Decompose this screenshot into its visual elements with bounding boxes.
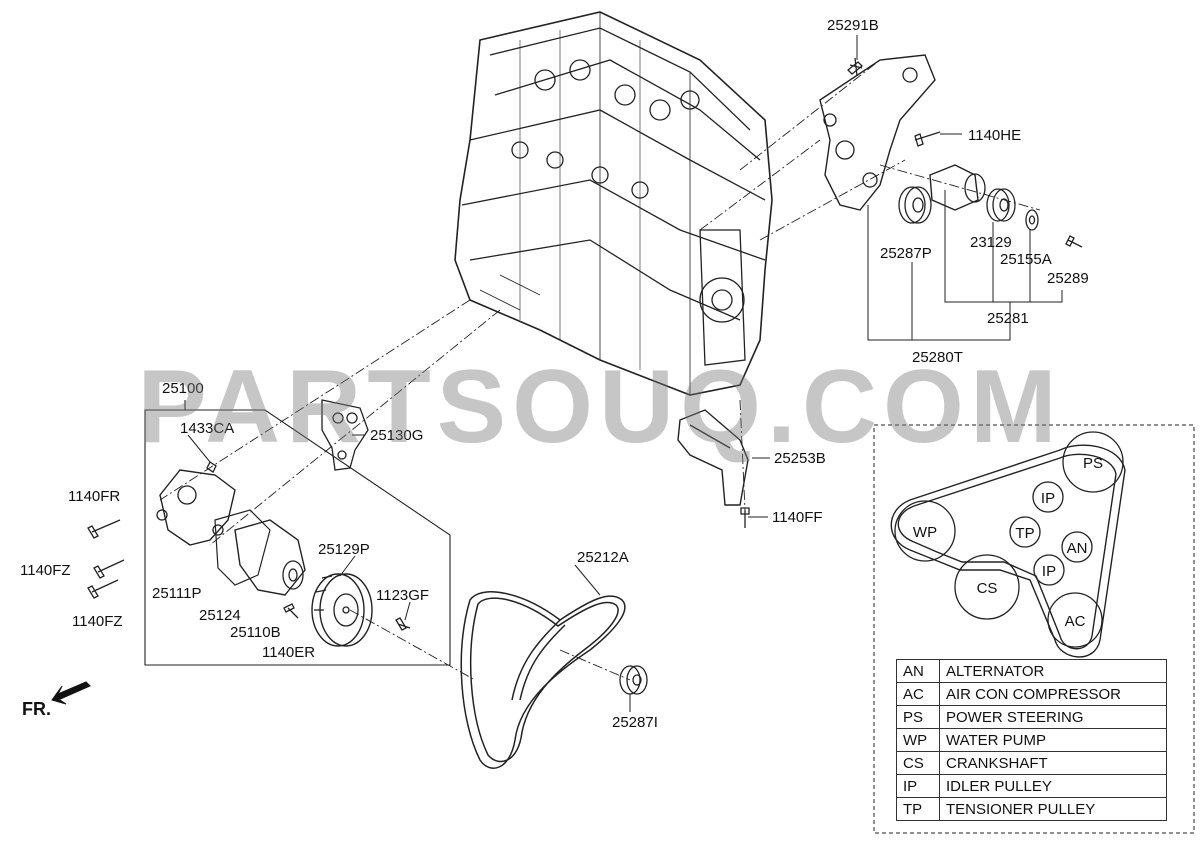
idler-pulley-25287i — [619, 665, 648, 695]
pulley-label-ac: AC — [1065, 613, 1086, 630]
label-25289: 25289 — [1047, 270, 1089, 287]
label-25253b: 25253B — [774, 450, 826, 467]
belt-path — [890, 444, 1126, 658]
pulley-cs — [954, 554, 1020, 620]
pulley-label-cs: CS — [977, 580, 998, 597]
cap-25155a — [1025, 209, 1039, 231]
alternator-bracket-illustration — [819, 54, 936, 211]
label-1140fz-lower: 1140FZ — [72, 613, 123, 630]
label-leaders — [187, 35, 962, 712]
pulley-label-ip-lower: IP — [1042, 563, 1056, 580]
label-25212a: 25212A — [577, 549, 629, 566]
label-25155a: 25155A — [1000, 251, 1052, 268]
water-pump-25110b — [234, 519, 306, 596]
pulley-label-tp: TP — [1015, 525, 1034, 542]
pulley-wp — [894, 500, 956, 562]
legend-code: IP — [896, 774, 940, 798]
bolt-1433ca — [206, 461, 217, 473]
label-1123gf: 1123GF — [376, 587, 429, 604]
drive-belt-25212a — [460, 591, 626, 769]
pulley-label-ps: PS — [1083, 455, 1103, 472]
pulley-ip-lower — [1033, 554, 1065, 586]
label-25287p: 25287P — [880, 245, 932, 262]
legend-name: IDLER PULLEY — [939, 774, 1167, 798]
legend-name: ALTERNATOR — [939, 659, 1167, 683]
bolt-25291b — [847, 61, 863, 75]
label-25124: 25124 — [199, 607, 241, 624]
pulley-ac — [1047, 592, 1103, 648]
label-25291b: 25291B — [827, 17, 879, 34]
engine-block-illustration — [454, 11, 773, 396]
pulley-ps — [1062, 431, 1124, 493]
legend-name: AIR CON COMPRESSOR — [939, 682, 1167, 706]
legend-code: AC — [896, 682, 940, 706]
pulley-label-ip-upper: IP — [1041, 490, 1055, 507]
group-box-25100 — [144, 400, 451, 666]
label-25111p: 25111P — [152, 585, 202, 602]
label-1140fr: 1140FR — [68, 488, 120, 505]
legend-code: CS — [896, 751, 940, 775]
pulley-tp — [1009, 516, 1041, 548]
bolt-25289 — [1065, 235, 1083, 248]
label-25281: 25281 — [987, 310, 1029, 327]
legend-code: TP — [896, 797, 940, 821]
bolt-1123gf — [395, 617, 411, 631]
front-direction-label: FR. — [22, 699, 51, 719]
legend-name: WATER PUMP — [939, 728, 1167, 752]
label-1140er: 1140ER — [262, 644, 315, 661]
front-direction-arrow — [51, 681, 91, 705]
water-pump-gasket-25124 — [214, 509, 271, 586]
legend-code: PS — [896, 705, 940, 729]
bolt-1140fz-upper — [93, 559, 125, 579]
pulley-ip-upper — [1032, 481, 1064, 513]
legend-name: POWER STEERING — [939, 705, 1167, 729]
label-25130g: 25130G — [370, 427, 423, 444]
bolt-1140ff — [740, 507, 750, 528]
label-25129p: 25129P — [318, 541, 370, 558]
idler-pulley-25287p — [898, 186, 932, 224]
label-25280t: 25280T — [912, 349, 963, 366]
pulley-label-wp: WP — [913, 524, 937, 541]
label-23129: 23129 — [970, 234, 1012, 251]
legend-name: TENSIONER PULLEY — [939, 797, 1167, 821]
bolt-1140fr — [87, 519, 121, 539]
label-25100: 25100 — [162, 380, 204, 397]
legend-code: WP — [896, 728, 940, 752]
bolt-1140fz-lower — [87, 579, 119, 599]
label-1140fz-upper: 1140FZ — [20, 562, 71, 579]
legend-code: AN — [896, 659, 940, 683]
bracket-25253b — [677, 409, 749, 506]
water-pump-housing-25111p — [156, 469, 236, 546]
tensioner-pulley-23129 — [986, 188, 1016, 222]
label-1140ff: 1140FF — [772, 509, 823, 526]
label-1433ca: 1433CA — [180, 420, 234, 437]
pulley-an — [1061, 531, 1093, 563]
water-pump-pulley-25129p — [311, 573, 373, 647]
legend-name: CRANKSHAFT — [939, 751, 1167, 775]
label-1140he: 1140HE — [968, 127, 1021, 144]
bolt-1140er — [283, 603, 299, 619]
callout-lines-tensioner — [867, 190, 1063, 341]
tensioner-assembly-25281 — [929, 164, 986, 211]
belt-routing-inset — [873, 424, 1195, 834]
bolt-1140he — [914, 131, 941, 147]
label-25110b: 25110B — [230, 624, 281, 641]
label-25287i: 25287I — [612, 714, 658, 731]
pulley-label-an: AN — [1067, 540, 1088, 557]
